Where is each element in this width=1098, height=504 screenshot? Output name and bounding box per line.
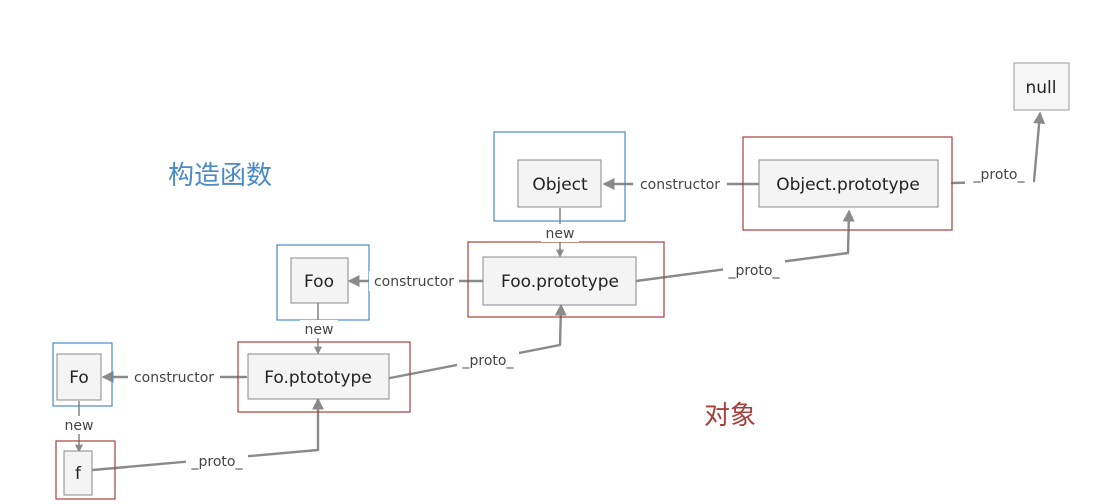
edge-proto-foo-prototype-to-object-prototype [634, 209, 855, 283]
edge-proto-fo-prototype-to-foo-prototype [388, 303, 567, 380]
constructor-frame-object [493, 131, 626, 222]
edge-label-proto-fo-prototype: _proto_ [462, 353, 515, 369]
legend-constructors: 构造函数 [168, 161, 272, 191]
node-box-object-prototype [758, 159, 939, 208]
node-label-fo: Fo [69, 368, 89, 388]
node-label-foo-prototype: Foo.prototype [501, 272, 619, 292]
node-label-object: Object [532, 175, 588, 195]
constructor-frame-fo [52, 342, 113, 407]
legend-objects: 对象 [704, 401, 756, 431]
object-frame-object-prototype [742, 136, 953, 231]
edge-label-proto-object-prototype: _proto_ [973, 167, 1026, 183]
edge-label-new-fo: new [65, 418, 94, 434]
node-box-fo [56, 353, 102, 401]
edge-label-proto-f: _proto_ [191, 454, 244, 470]
null-frame [1013, 62, 1070, 111]
node-box-foo-prototype [482, 256, 637, 306]
edge-label-constructor-foo: constructor [374, 274, 454, 290]
node-label-fo-prototype: Fo.ptototype [264, 368, 372, 388]
node-box-fo-prototype [247, 353, 390, 400]
edge-label-constructor-object: constructor [640, 177, 720, 193]
node-box-object [517, 159, 602, 208]
node-label-null: null [1026, 78, 1057, 98]
edge-label-new-foo: new [305, 322, 334, 338]
object-frame-fo-prototype [237, 341, 411, 413]
node-label-object-prototype: Object.prototype [776, 175, 920, 195]
edge-proto-f-to-fo-prototype [91, 397, 324, 472]
object-frame-f [55, 440, 116, 500]
edge-label-constructor-fo: constructor [134, 370, 214, 386]
node-box-f [63, 450, 93, 496]
node-label-foo: Foo [304, 272, 334, 292]
node-box-foo [290, 257, 349, 304]
edge-label-proto-foo-prototype: _proto_ [728, 263, 781, 279]
edge-label-new-object: new [546, 226, 575, 242]
node-label-f: f [75, 464, 82, 484]
